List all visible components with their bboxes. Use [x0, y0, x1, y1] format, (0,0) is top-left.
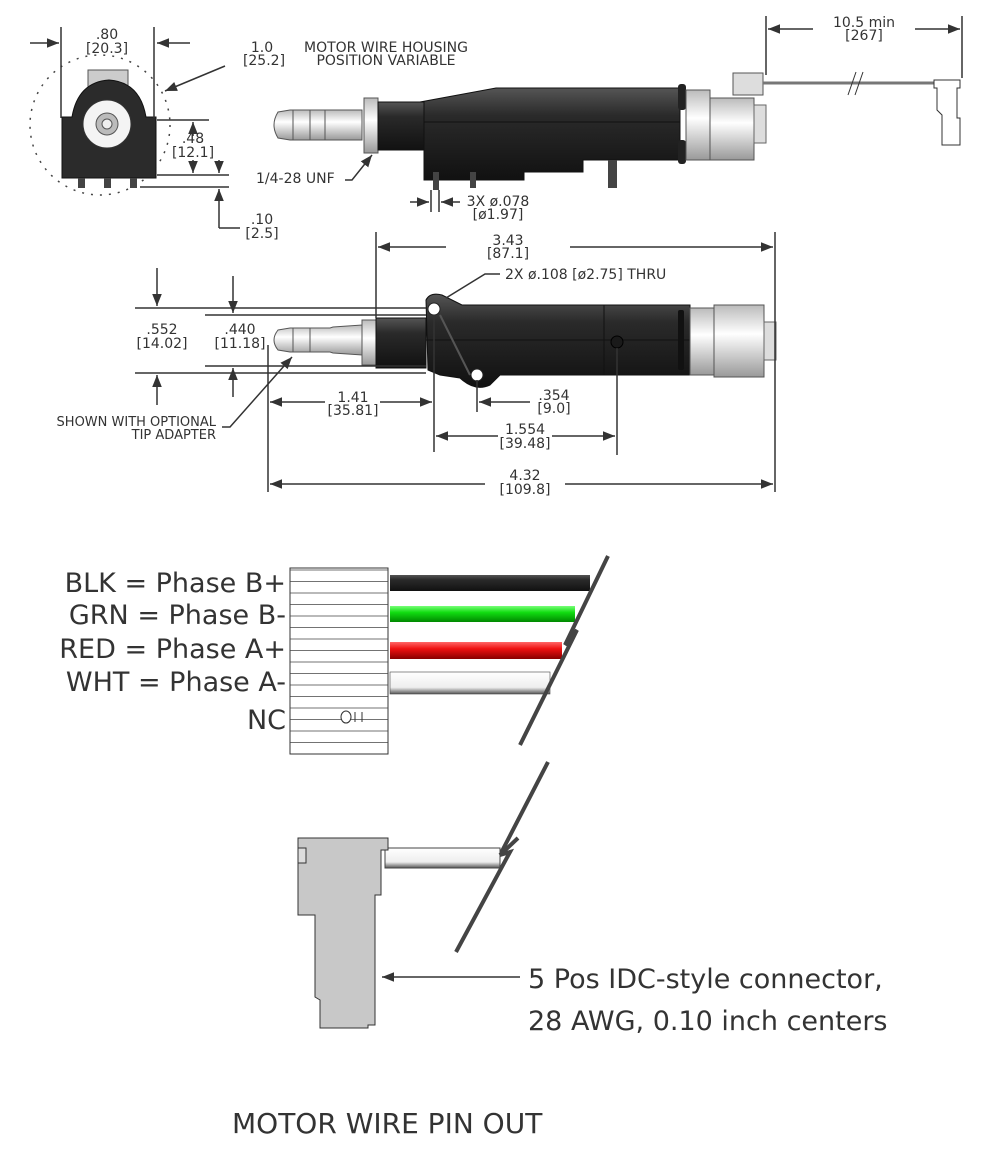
inner-dia-in: .440	[224, 322, 255, 338]
wire-blk	[390, 575, 590, 591]
pin-dia-in: 3X ø.078	[467, 194, 530, 210]
housing-position-circle	[29, 54, 171, 196]
mount-holes-spec: 2X ø.108 [ø2.75] THRU	[505, 267, 666, 283]
end-view: .80 [20.3] 1.0 [25.2] MOTOR WIRE HOUSING…	[29, 27, 468, 242]
idc-connector	[297, 837, 389, 1029]
housing-note-1: MOTOR WIRE HOUSING	[304, 40, 468, 56]
body-length-mm: [87.1]	[487, 246, 529, 262]
wire-red	[390, 642, 562, 659]
outer-dia-mm: [14.02]	[136, 336, 187, 352]
wire-grn	[390, 606, 575, 622]
top-view: 3.43 [87.1] 2X ø.108 [ø2.75] THRU .552 […	[57, 232, 777, 498]
connector-note-1: 5 Pos IDC-style connector,	[528, 964, 883, 995]
pin-length-in: .10	[251, 212, 273, 228]
end-cap-top	[713, 304, 765, 378]
mount-to-screw-in: 1.554	[505, 422, 545, 438]
tip-length-in: 1.41	[337, 390, 368, 406]
tip-note-1: SHOWN WITH OPTIONAL	[57, 415, 217, 430]
end-width-in: .80	[96, 27, 118, 43]
idc-connector-side	[933, 79, 961, 146]
hex-nut	[363, 97, 379, 154]
total-length-in: 4.32	[509, 468, 540, 484]
inner-dia-mm: [11.18]	[214, 336, 265, 352]
end-cap	[709, 97, 755, 161]
pin-dia-mm: [ø1.97]	[473, 207, 524, 223]
end-height-in: .48	[182, 131, 204, 147]
tip-adapter	[273, 109, 363, 141]
connector-detail: 5 Pos IDC-style connector, 28 AWG, 0.10 …	[297, 761, 888, 1037]
connector-note-2: 28 AWG, 0.10 inch centers	[528, 1006, 888, 1037]
wire-wht	[389, 671, 551, 695]
cable-length-mm: [267]	[845, 28, 883, 44]
pin-length-mm: [2.5]	[245, 226, 278, 242]
pin-label-4: WHT = Phase A-	[66, 667, 286, 698]
break-line-top	[518, 555, 610, 746]
mount-hole-2	[470, 368, 484, 382]
tip-adapter-top	[273, 324, 363, 356]
thread-spec: 1/4-28 UNF	[256, 171, 335, 187]
housing-dim-in: 1.0	[251, 40, 273, 56]
pin-label-3: RED = Phase A+	[59, 634, 286, 665]
housing-dim-mm: [25.2]	[243, 53, 285, 69]
end-height-mm: [12.1]	[172, 145, 214, 161]
break-line-bottom	[454, 836, 520, 953]
housing-note-2: POSITION VARIABLE	[316, 53, 455, 69]
pinout-title: MOTOR WIRE PIN OUT	[232, 1107, 543, 1140]
body-length-in: 3.43	[492, 233, 523, 249]
wire-exit-housing	[732, 72, 764, 96]
mount-hole-1	[427, 302, 441, 316]
hole-gap-mm: [9.0]	[537, 401, 570, 417]
pin-label-5: NC	[247, 705, 286, 736]
pin-label-1: BLK = Phase B+	[65, 568, 286, 599]
side-view: 10.5 min [267] 1/4-28 UNF 3X ø.078 [ø1.9…	[256, 15, 963, 223]
cable-to-connector	[384, 847, 501, 869]
hole-gap-in: .354	[538, 388, 569, 404]
motor-body-top	[425, 293, 691, 388]
tip-length-mm: [35.81]	[327, 403, 378, 419]
motor-body	[419, 87, 681, 181]
outer-dia-in: .552	[146, 322, 177, 338]
mount-to-screw-mm: [39.48]	[499, 436, 550, 452]
cable-length-in: 10.5 min	[833, 15, 895, 31]
pinout-diagram: BLK = Phase B+ GRN = Phase B- RED = Phas…	[59, 555, 610, 755]
idc-connector-face	[289, 567, 389, 755]
end-width-mm: [20.3]	[86, 41, 128, 57]
pin-label-2: GRN = Phase B-	[69, 600, 286, 631]
total-length-mm: [109.8]	[499, 482, 550, 498]
tip-note-2: TIP ADAPTER	[131, 428, 216, 443]
